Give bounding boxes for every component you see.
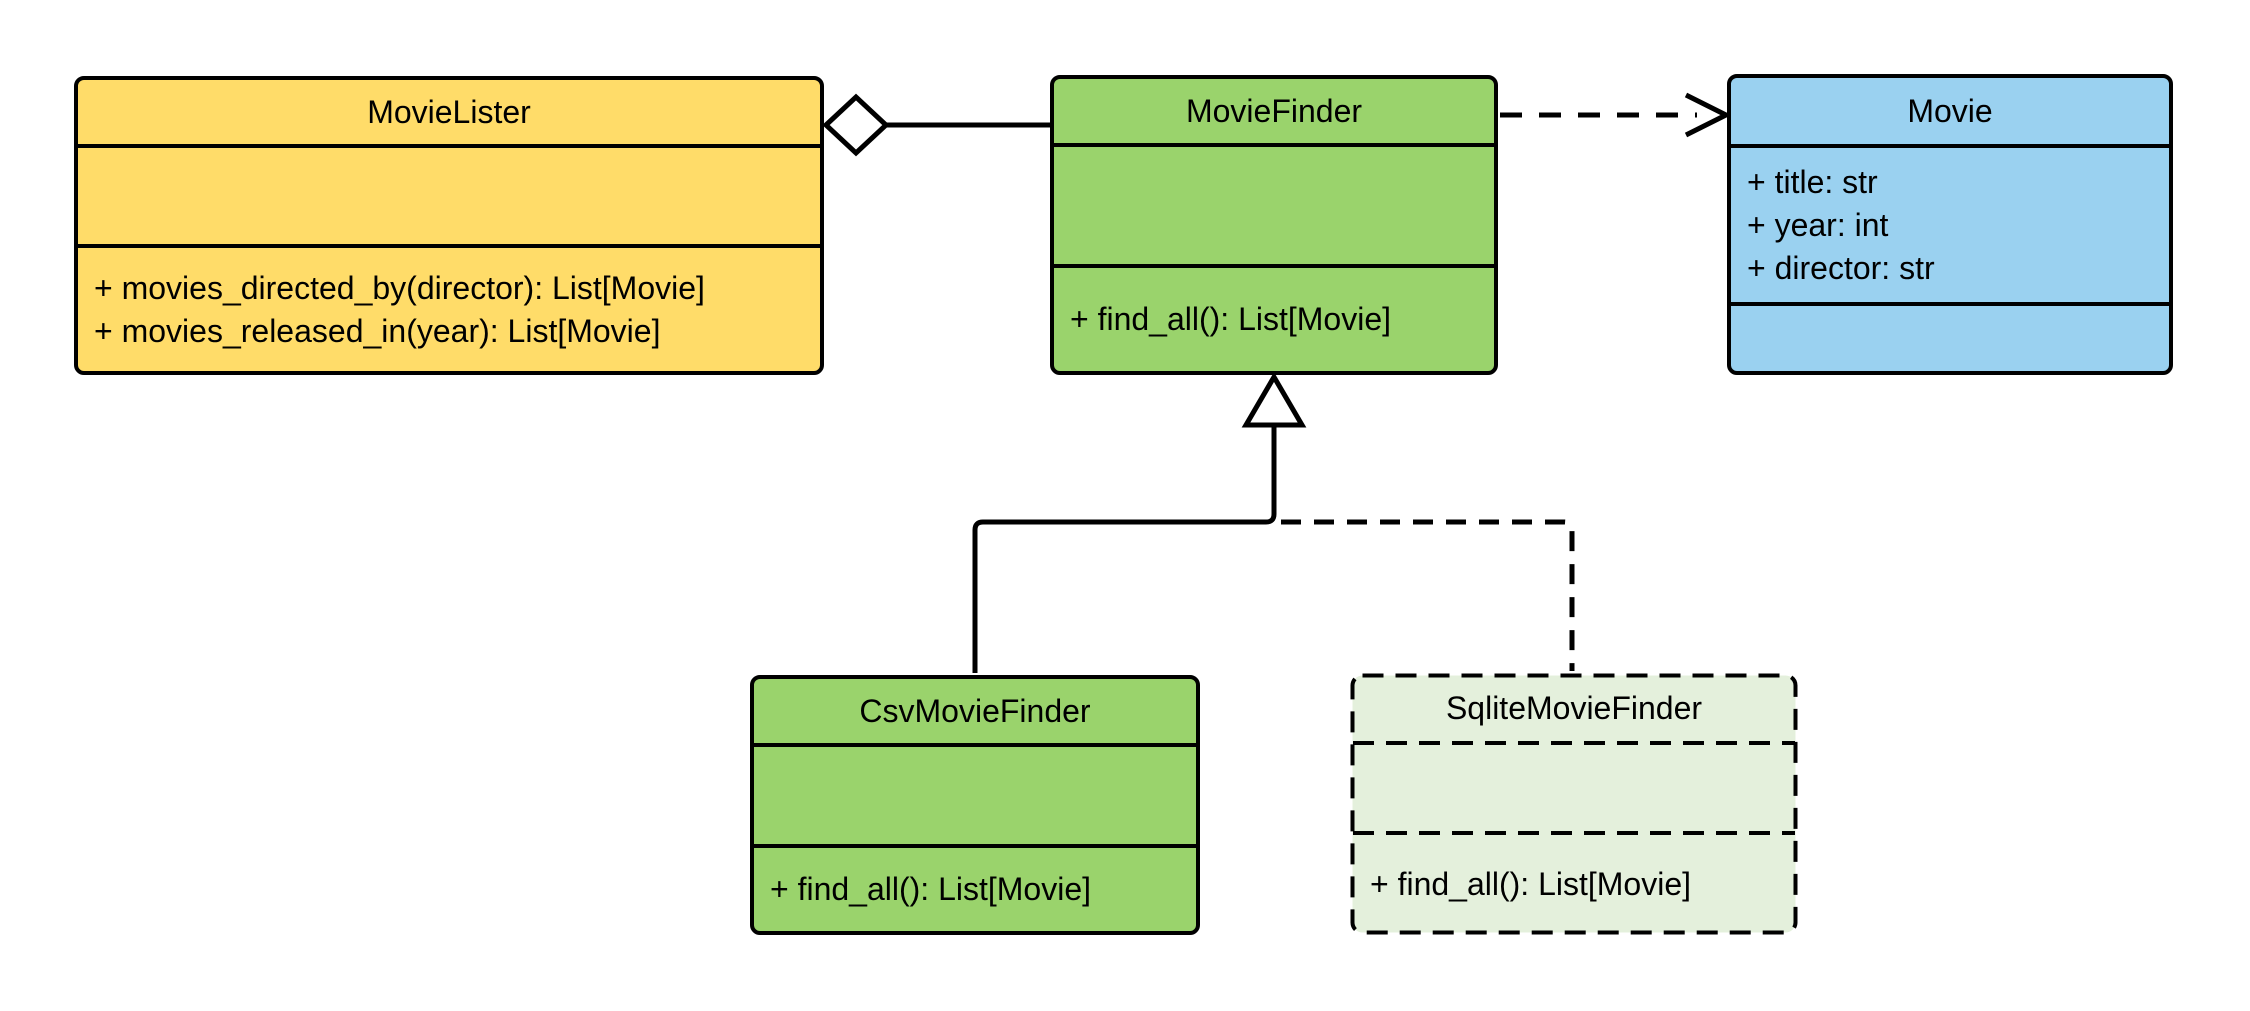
class-csvmoviefinder-methods-section: + find_all(): List[Movie] [754, 844, 1196, 931]
class-movielister-methods-section: + movies_directed_by(director): List[Mov… [78, 244, 820, 371]
attribute-director: + director: str [1747, 249, 1935, 286]
class-moviefinder-methods-section: + find_all(): List[Movie] [1054, 264, 1494, 371]
class-sqlitemoviefinder-border [1350, 673, 1798, 935]
class-csvmoviefinder-name: CsvMovieFinder [859, 692, 1091, 729]
class-moviefinder-attributes-section [1054, 143, 1494, 264]
class-movie-attributes-section: + title: str + year: int + director: str [1731, 144, 2169, 302]
class-sqlitemoviefinder[interactable]: SqliteMovieFinder + find_all(): List[Mov… [1350, 673, 1798, 935]
inheritance-line-dashed[interactable] [1281, 519, 1575, 671]
class-movie-methods-section [1731, 302, 2169, 371]
dependency-open-arrowhead-icon[interactable] [1684, 92, 1732, 138]
class-movie-name: Movie [1907, 92, 1993, 129]
class-movielister[interactable]: MovieLister + movies_directed_by(directo… [74, 76, 824, 375]
class-sqlitemoviefinder-name: SqliteMovieFinder [1445, 689, 1703, 726]
aggregation-edge[interactable] [822, 93, 1052, 157]
aggregation-diamond-icon[interactable] [822, 93, 890, 157]
class-sqlitemoviefinder-frame [1350, 673, 1798, 935]
method-movies-released-in: + movies_released_in(year): List[Movie] [94, 312, 661, 349]
attribute-year: + year: int [1747, 206, 1889, 243]
method-find-all: + find_all(): List[Movie] [1070, 301, 1392, 337]
class-moviefinder-name: MovieFinder [1185, 92, 1363, 129]
class-csvmoviefinder-attributes-section [754, 743, 1196, 844]
class-moviefinder[interactable]: MovieFinder + find_all(): List[Movie] [1050, 75, 1498, 375]
inheritance-line-solid[interactable] [972, 425, 1277, 673]
dependency-edge[interactable] [1500, 92, 1732, 138]
method-find-all: + find_all(): List[Movie] [1370, 865, 1692, 902]
class-sqlitemoviefinder-methods-section: + find_all(): List[Movie] [1350, 833, 1798, 935]
attribute-title: + title: str [1747, 163, 1878, 200]
class-csvmoviefinder[interactable]: CsvMovieFinder + find_all(): List[Movie] [750, 675, 1200, 935]
method-find-all: + find_all(): List[Movie] [770, 871, 1092, 907]
inheritance-triangle-icon[interactable] [1241, 372, 1307, 428]
method-movies-directed-by: + movies_directed_by(director): List[Mov… [94, 269, 705, 306]
inheritance-edge-sqlite[interactable] [1281, 519, 1575, 671]
class-movielister-attributes-section [78, 144, 820, 244]
class-movielister-name: MovieLister [367, 93, 531, 130]
inheritance-edge-csv[interactable] [972, 372, 1307, 673]
class-movie[interactable]: Movie + title: str + year: int + directo… [1727, 74, 2173, 375]
